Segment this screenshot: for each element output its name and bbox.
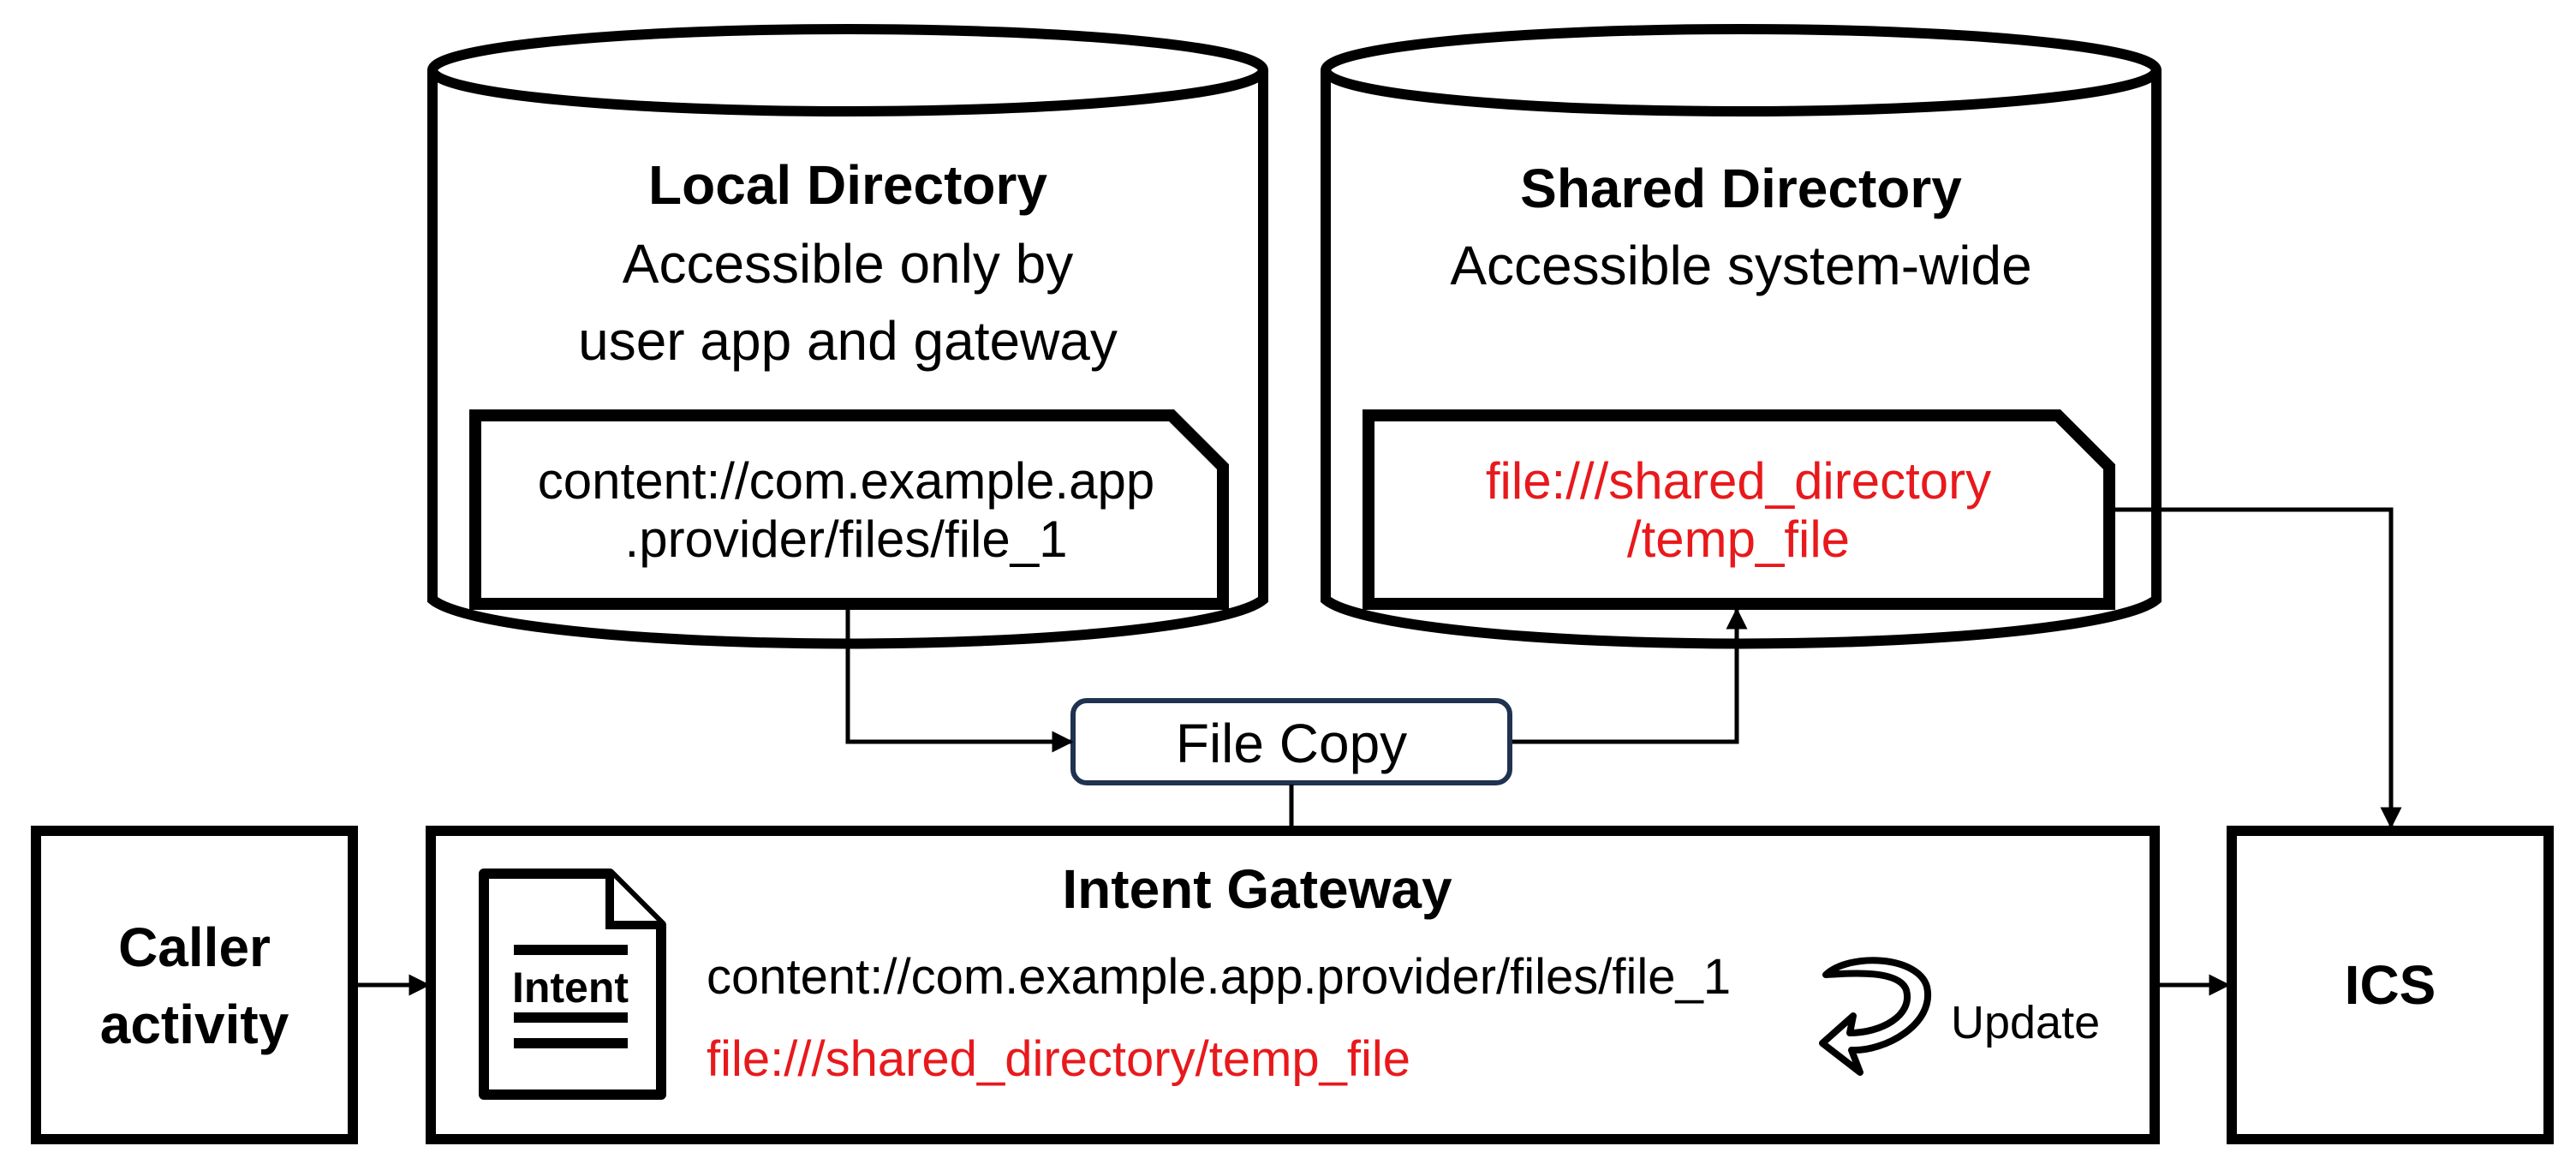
local-to-copy-arrow: [845, 610, 1074, 753]
document-icon: [479, 869, 666, 1100]
shared-file-uri-line2: /temp_file: [1627, 510, 1850, 568]
file-copy-label: File Copy: [1176, 713, 1407, 774]
update-label: Update: [1951, 997, 2100, 1048]
gateway-content-uri: content://com.example.app.provider/files…: [707, 949, 1731, 1005]
ics-label: ICS: [2345, 954, 2436, 1016]
caller-activity-box: [31, 826, 358, 1144]
local-file-uri-line1: content://com.example.app: [538, 452, 1154, 510]
local-directory-title: Local Directory: [648, 154, 1047, 216]
shared-to-ics-arrow: [2115, 507, 2402, 829]
intent-icon-label: Intent: [512, 964, 629, 1012]
local-file-box: [469, 409, 1229, 610]
caller-activity-line1: Caller: [118, 916, 271, 978]
shared-directory-desc: Accessible system-wide: [1450, 235, 2031, 296]
shared-directory-title: Shared Directory: [1520, 158, 1962, 219]
curved-arrow-icon: [1819, 957, 1932, 1076]
shared-file-box: [1363, 409, 2115, 610]
intent-gateway-box: [426, 826, 2160, 1144]
ics-box: [2227, 826, 2554, 1144]
local-directory-desc-line2: user app and gateway: [578, 310, 1118, 372]
local-directory-desc-line1: Accessible only by: [623, 233, 1073, 295]
local-file-uri-line2: .provider/files/file_1: [625, 510, 1068, 568]
gateway-file-uri: file:///shared_directory/temp_file: [707, 1031, 1410, 1087]
caller-activity-line2: activity: [100, 994, 289, 1055]
intent-gateway-title: Intent Gateway: [1062, 858, 1452, 920]
copy-to-shared-arrow: [1512, 607, 1748, 744]
shared-file-uri-line1: file:///shared_directory: [1486, 452, 1991, 510]
